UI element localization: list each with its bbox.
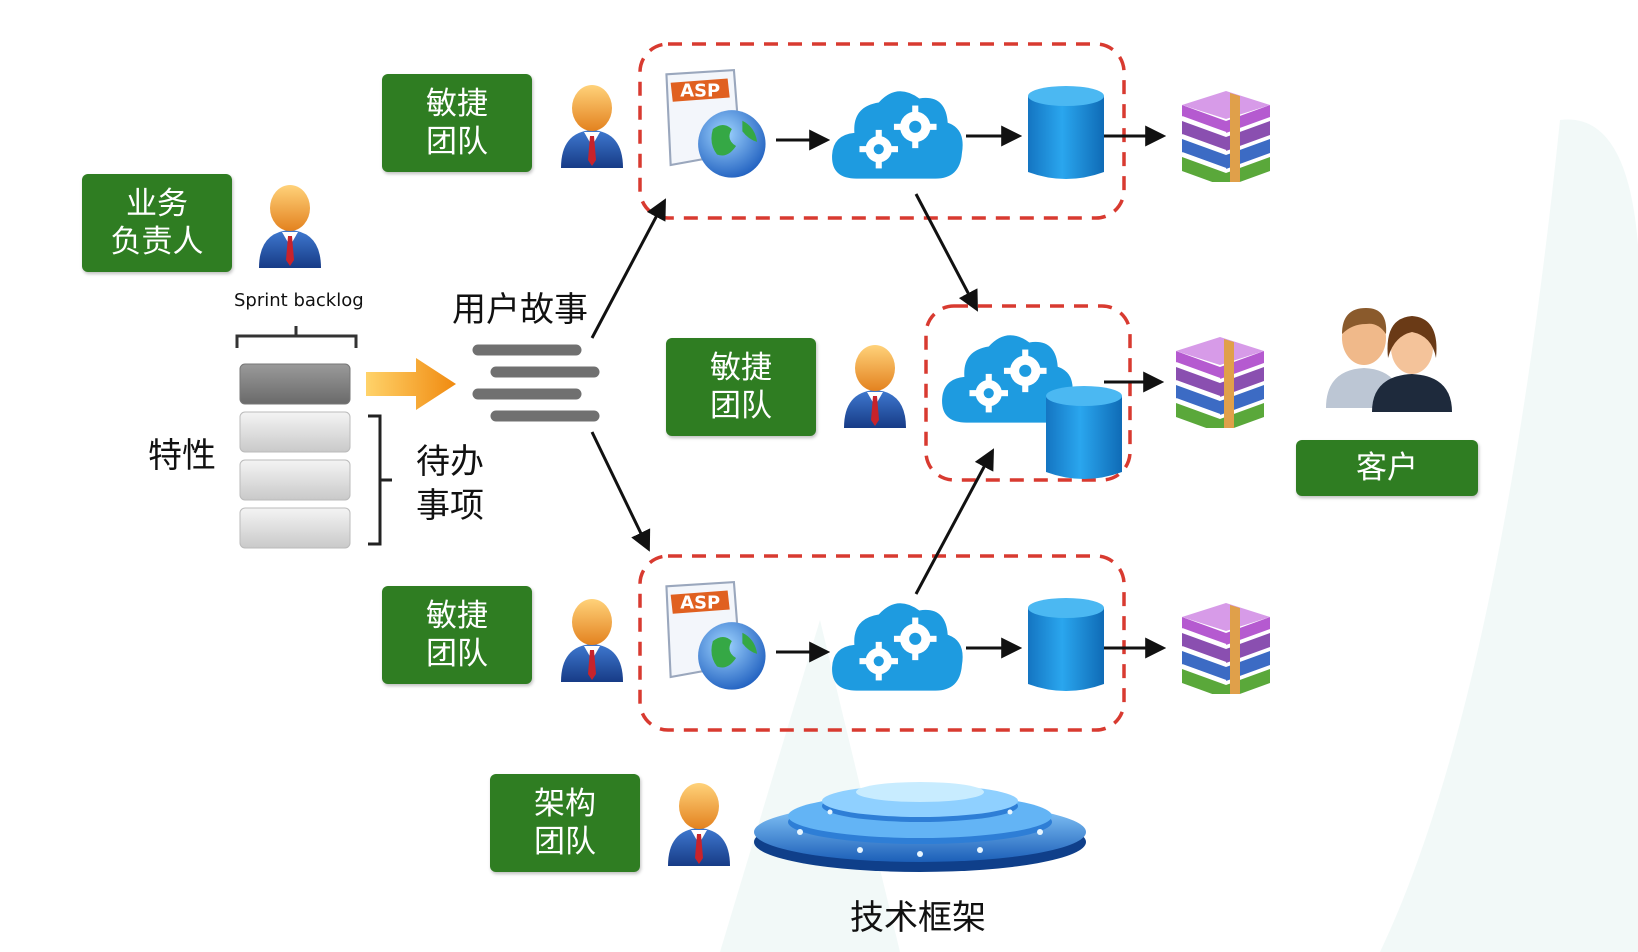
middle-agile-team-box: 敏捷 团队 — [666, 338, 816, 436]
user-story-lines — [472, 344, 600, 422]
bottom-agile-team-label: 敏捷 团队 — [426, 598, 488, 672]
middle-books-archive-icon — [1174, 336, 1266, 428]
backlog-feature-bar — [239, 459, 351, 501]
top-agile-team-label: 敏捷 团队 — [426, 86, 488, 160]
top-agile-team-box: 敏捷 团队 — [382, 74, 532, 172]
sprint-backlog-bracket — [235, 326, 358, 348]
bottom-asp-document-globe-icon — [665, 581, 767, 691]
top-database-cylinder-icon — [1028, 86, 1104, 179]
bottom-books-archive-icon — [1180, 602, 1272, 694]
architecture-team-box: 架构 团队 — [490, 774, 640, 872]
arrow-bottom-cloud-to-middle — [914, 448, 994, 595]
features-label: 特性 — [148, 436, 216, 476]
top-team-dashed-box — [638, 42, 1126, 220]
tech-framework-label: 技术框架 — [850, 898, 986, 938]
backlog-feature-bar — [239, 411, 351, 453]
top-cloud-gears-icon — [832, 91, 963, 179]
arrow-stories-to-top-team — [590, 198, 666, 339]
middle-team-person-icon — [844, 345, 906, 428]
middle-database-cylinder-icon — [1046, 386, 1122, 479]
customers-icon — [1326, 308, 1452, 412]
tech-platform-icon — [754, 782, 1086, 872]
bottom-team-dashed-box — [638, 554, 1126, 732]
middle-agile-team-label: 敏捷 团队 — [710, 350, 772, 424]
middle-team-dashed-box — [924, 304, 1132, 482]
backlog-items-label: 待办 事项 — [416, 442, 484, 526]
business-owner-person-icon — [259, 185, 321, 268]
architecture-team-person-icon — [668, 783, 730, 866]
business-owner-label: 业务 负责人 — [110, 186, 204, 260]
backlog-items-bracket — [368, 414, 392, 546]
top-books-archive-icon — [1180, 90, 1272, 182]
bottom-team-person-icon — [561, 599, 623, 682]
bottom-cloud-gears-icon — [832, 603, 963, 691]
orange-flow-arrow-icon — [366, 358, 456, 410]
arrow-stories-to-bottom-team — [590, 431, 651, 552]
arrow-top-cloud-to-middle — [914, 193, 978, 312]
architecture-team-label: 架构 团队 — [534, 786, 596, 860]
customer-box: 客户 — [1296, 440, 1478, 496]
backlog-feature-bar — [239, 507, 351, 549]
user-stories-label: 用户故事 — [452, 290, 588, 330]
backlog-feature-bar-selected — [239, 363, 351, 405]
business-owner-box: 业务 负责人 — [82, 174, 232, 272]
sprint-backlog-label: Sprint backlog — [234, 290, 364, 311]
bottom-agile-team-box: 敏捷 团队 — [382, 586, 532, 684]
top-team-person-icon — [561, 85, 623, 168]
flow-arrows — [590, 125, 1167, 663]
customer-label: 客户 — [1356, 450, 1418, 486]
bottom-database-cylinder-icon — [1028, 598, 1104, 691]
top-asp-document-globe-icon — [665, 69, 767, 179]
